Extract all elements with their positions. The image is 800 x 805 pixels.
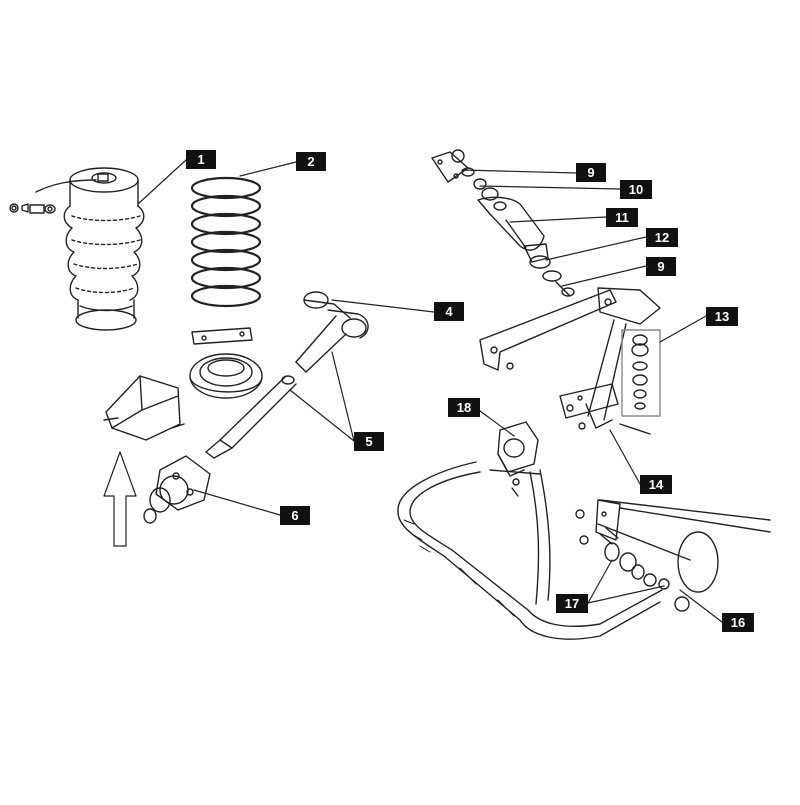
callout-13: 13 [706,307,738,326]
callout-16: 16 [722,613,754,632]
callout-14: 14 [640,475,672,494]
callout-12: 12 [646,228,678,247]
bracket-icon [103,375,185,441]
callout-10: 10 [620,180,652,199]
axle-icon [595,499,771,593]
air-spring-icon [9,167,145,331]
callout-11: 11 [606,208,638,227]
bump-stop-icon [143,455,211,524]
anti-roll-bar-icon [397,421,690,640]
callout-18: 18 [448,398,480,417]
callout-1: 1 [186,150,216,169]
callout-4: 4 [434,302,464,321]
subframe-icon [479,287,661,435]
callout-9-bottom: 9 [646,257,676,276]
coil-spring-icon [190,176,262,308]
bushing-stack-icon [621,329,661,417]
arrow-up-icon [103,451,137,547]
callout-5: 5 [354,432,384,451]
callout-6: 6 [280,506,310,525]
shock-icon [431,149,575,297]
arm-icon [205,291,369,459]
spring-seat-icon [189,327,263,399]
callout-9-top: 9 [576,163,606,182]
callout-17: 17 [556,594,588,613]
callout-2: 2 [296,152,326,171]
leader-lines [137,159,723,623]
